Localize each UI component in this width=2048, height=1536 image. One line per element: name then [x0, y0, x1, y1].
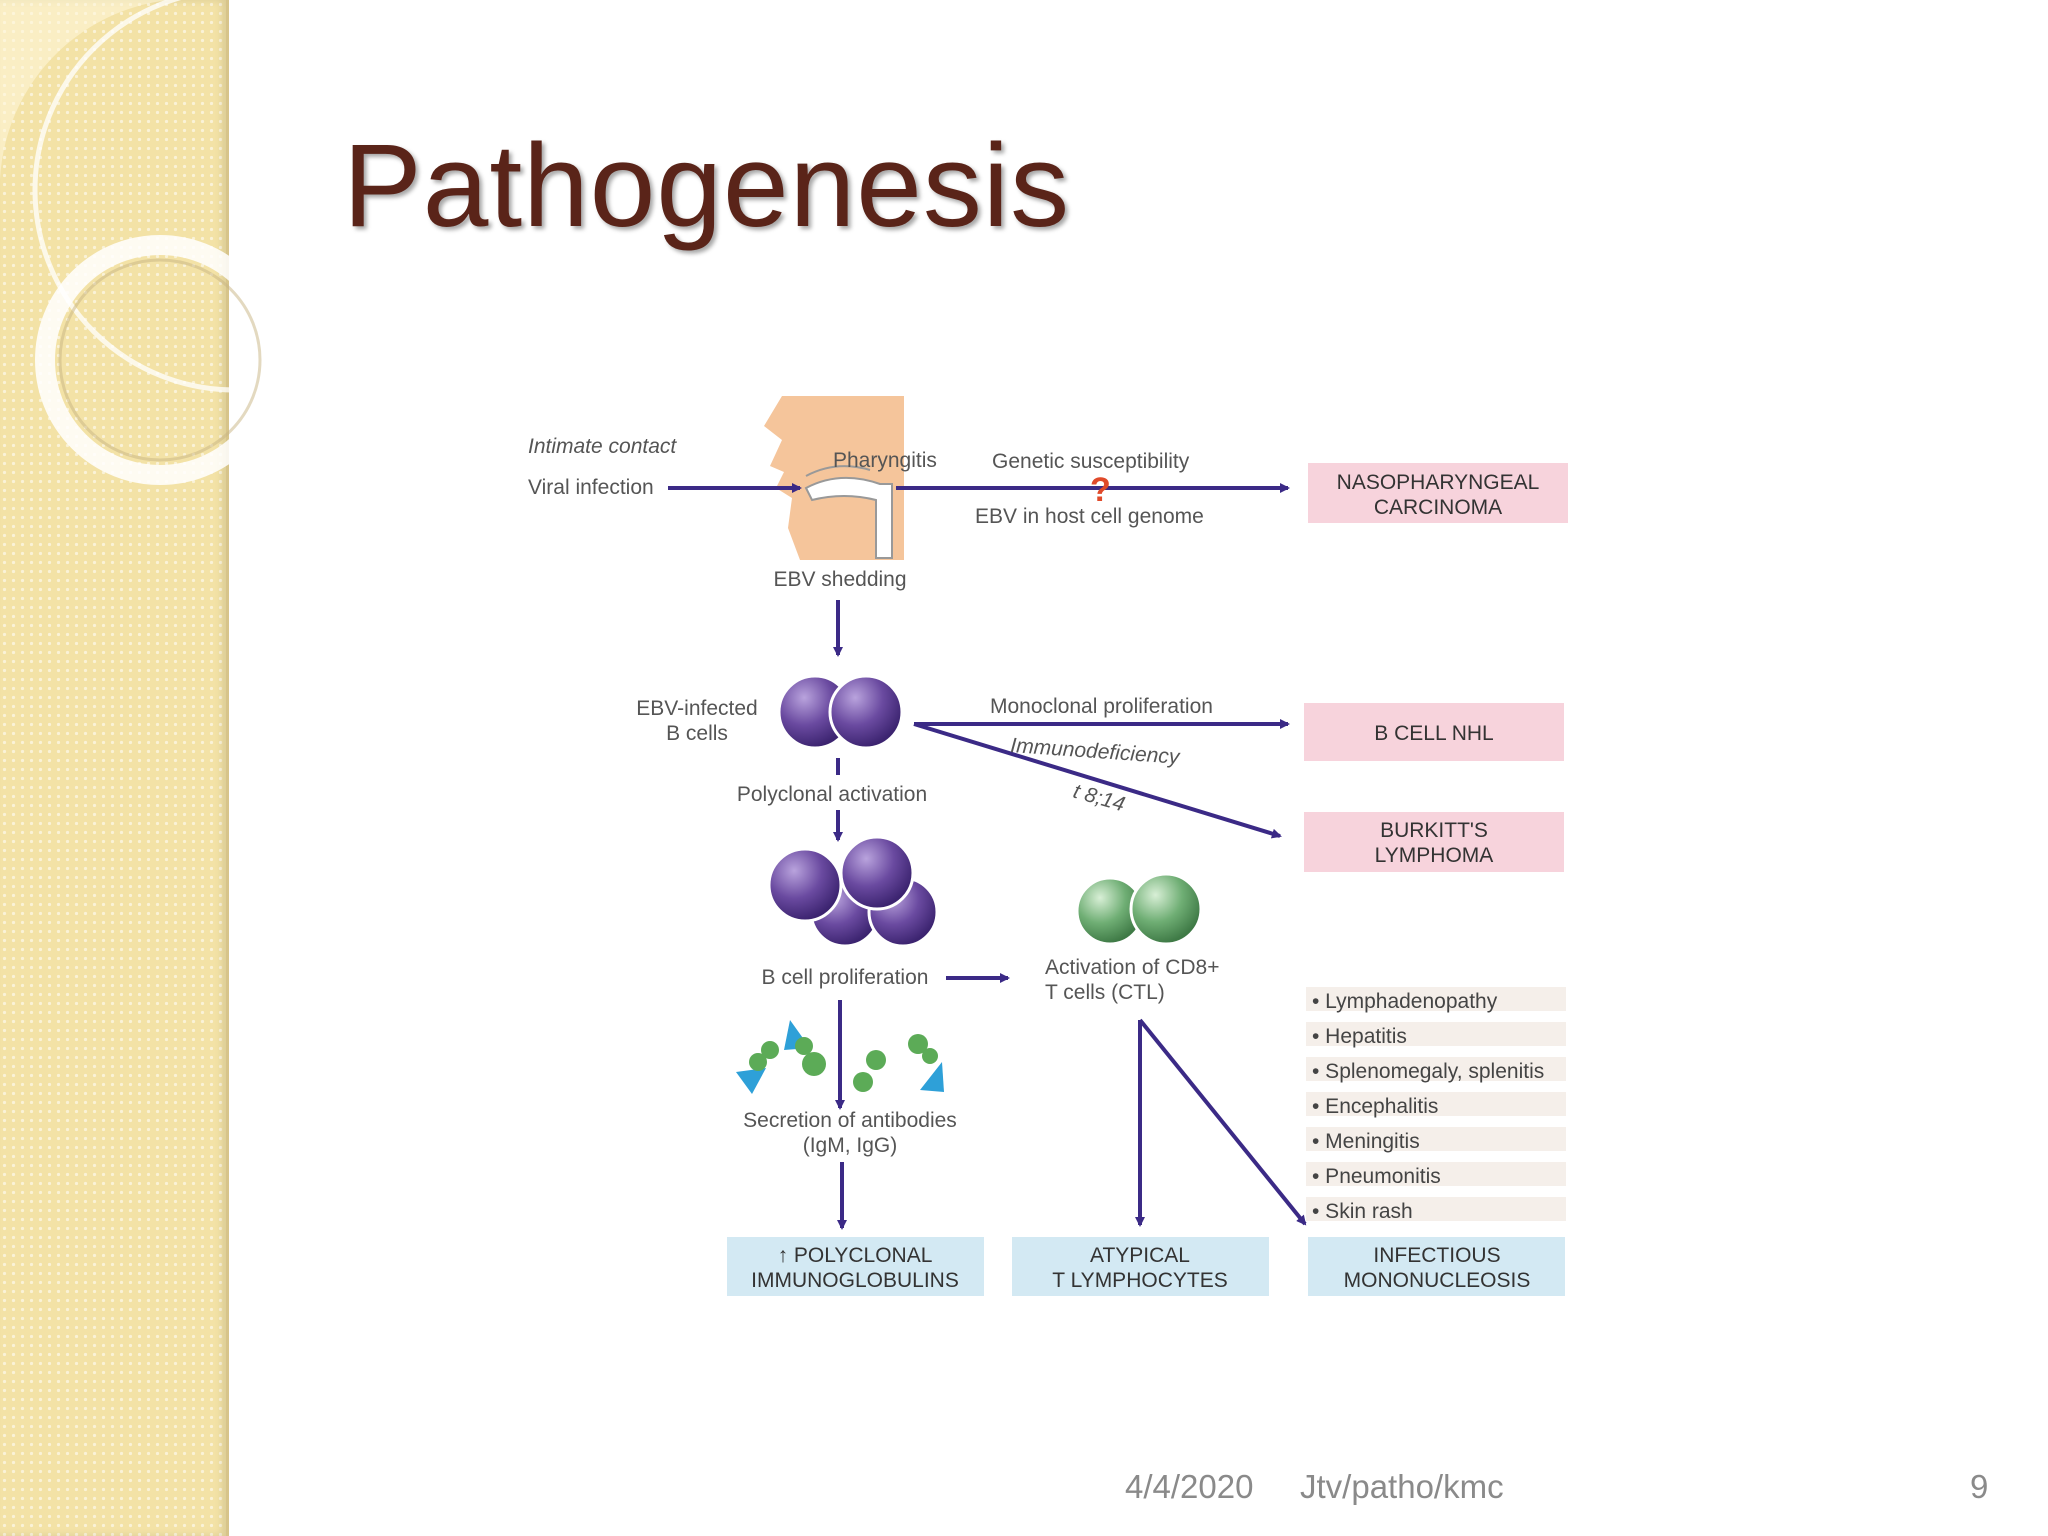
cd8-activation-label-1: Activation of CD8+: [1045, 956, 1220, 979]
ebv-infected-label-1: EBV-infected: [636, 697, 757, 720]
pharyngitis-label: Pharyngitis: [833, 449, 937, 472]
nasopharyngeal-line1: NASOPHARYNGEAL: [1337, 471, 1540, 494]
antibody-icons: [736, 1020, 944, 1094]
infectious-mononucleosis-box: [1308, 1237, 1565, 1296]
monoclonal-proliferation-label: Monoclonal proliferation: [990, 695, 1213, 718]
genetic-susceptibility-label: Genetic susceptibility: [992, 450, 1190, 473]
symptom-item: • Skin rash: [1312, 1200, 1413, 1223]
atypical-t-lymphocytes-box: [1012, 1237, 1269, 1296]
symptom-item: • Meningitis: [1312, 1130, 1420, 1153]
symptom-item: • Pneumonitis: [1312, 1165, 1441, 1188]
burkitts-lymphoma-box: [1304, 812, 1564, 872]
to-burkitts-arrow: [913, 722, 1282, 839]
proliferating-b-cells: [767, 835, 939, 948]
head-profile-illustration: [764, 396, 904, 560]
viral-infection-label: Viral infection: [528, 476, 654, 499]
mononucleosis-line2: MONONUCLEOSIS: [1344, 1269, 1531, 1292]
ebv-shedding-label: EBV shedding: [773, 568, 906, 591]
burkitts-line2: LYMPHOMA: [1375, 844, 1494, 867]
b-cell-proliferation-label: B cell proliferation: [762, 966, 929, 989]
symptom-list: • Lymphadenopathy • Hepatitis • Splenome…: [1306, 987, 1566, 1223]
polyclonal-line1: ↑ POLYCLONAL: [778, 1244, 933, 1267]
intimate-contact-label: Intimate contact: [528, 435, 677, 458]
ebv-infected-label-2: B cells: [666, 722, 728, 745]
immunodeficiency-label: Immunodeficiency: [1010, 734, 1182, 769]
atypical-line1: ATYPICAL: [1090, 1244, 1190, 1267]
burkitts-line1: BURKITT'S: [1380, 819, 1488, 842]
question-mark-label: ?: [1090, 471, 1111, 509]
to-mononucleosis-arrow: [1138, 1018, 1307, 1226]
polyclonal-line2: IMMUNOGLOBULINS: [751, 1269, 959, 1292]
symptom-item: • Splenomegaly, splenitis: [1312, 1060, 1544, 1083]
polyclonal-immunoglobulins-box: [727, 1237, 984, 1296]
sidebar-divider: [226, 0, 229, 1536]
symptom-item: • Encephalitis: [1312, 1095, 1438, 1118]
cd8-t-cells: [1075, 872, 1203, 946]
symptom-item: • Hepatitis: [1312, 1025, 1407, 1048]
symptom-item: • Lymphadenopathy: [1312, 990, 1498, 1013]
ebv-host-genome-label: EBV in host cell genome: [975, 505, 1204, 528]
b-cell-nhl-box: [1304, 703, 1564, 761]
ebv-infected-b-cells: [777, 674, 904, 750]
atypical-line2: T LYMPHOCYTES: [1052, 1269, 1227, 1292]
footer-source: Jtv/patho/kmc: [1300, 1468, 1504, 1505]
nasopharyngeal-carcinoma-box: [1308, 463, 1568, 523]
secretion-label-1: Secretion of antibodies: [743, 1109, 957, 1132]
nasopharyngeal-line2: CARCINOMA: [1374, 496, 1502, 519]
slide-title: Pathogenesis: [343, 120, 1071, 252]
secretion-label-2: (IgM, IgG): [803, 1134, 898, 1157]
slide-number: 9: [1970, 1468, 1989, 1505]
b-cell-nhl-text: B CELL NHL: [1374, 722, 1493, 745]
footer-date: 4/4/2020: [1125, 1468, 1254, 1505]
mononucleosis-line1: INFECTIOUS: [1373, 1244, 1500, 1267]
polyclonal-activation-label: Polyclonal activation: [737, 783, 927, 806]
cd8-activation-label-2: T cells (CTL): [1045, 981, 1165, 1004]
